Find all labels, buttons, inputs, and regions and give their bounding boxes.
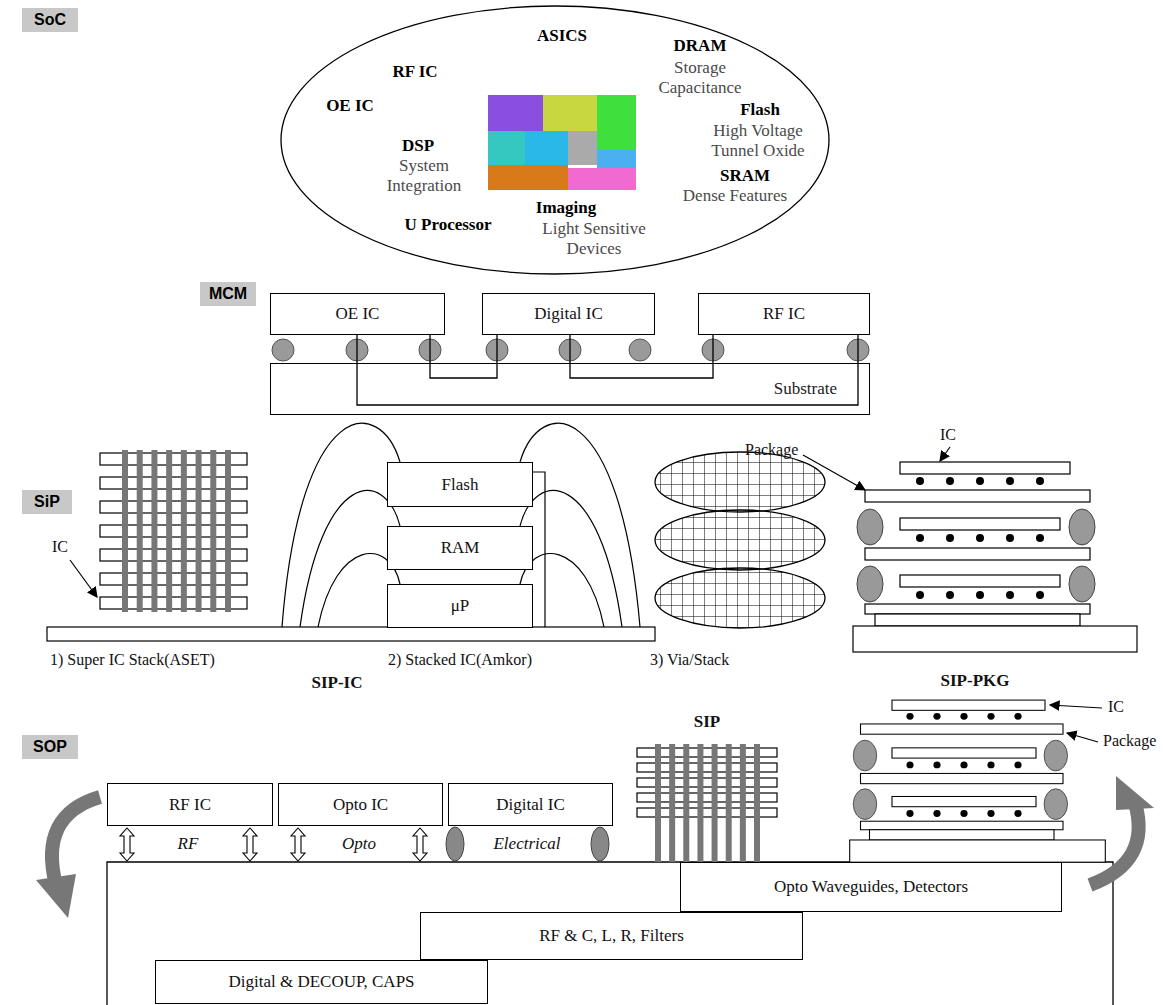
chip-image: [488, 95, 636, 190]
sop-board: [107, 862, 1113, 1005]
chip-box: RF IC: [698, 293, 870, 335]
part-label: IC: [940, 425, 956, 445]
node-label: Digital & DECOUP, CAPS: [228, 972, 414, 992]
block-name: DRAM: [674, 36, 727, 56]
part-label: Package: [745, 440, 798, 460]
node-label: OE IC: [336, 304, 380, 324]
block-name: OE IC: [326, 96, 374, 116]
block-feature: Light Sensitive Devices: [532, 219, 657, 259]
block-feature: Storage Capacitance: [650, 58, 750, 98]
node-label: SiP: [34, 493, 60, 511]
block-feature: High Voltage Tunnel Oxide: [702, 121, 814, 161]
block-name: SRAM: [720, 166, 770, 186]
node-label: RF IC: [763, 304, 805, 324]
chip-box: Digital & DECOUP, CAPS: [155, 960, 488, 1004]
block-name: Imaging: [536, 198, 596, 218]
interface-label: RF: [178, 834, 199, 854]
digital-bumps: [446, 827, 609, 861]
node-label: Digital IC: [496, 795, 564, 815]
node-label: SOP: [33, 738, 67, 756]
block-name: DSP: [402, 136, 434, 156]
part-label: 1) Super IC Stack(ASET): [50, 650, 215, 670]
group-caption: SIP-PKG: [941, 671, 1010, 691]
part-label: IC: [52, 537, 68, 557]
stack-drawing: [100, 450, 1137, 862]
group-caption: SIP-IC: [311, 673, 362, 693]
chip-box: RF IC: [107, 783, 273, 826]
section-tag: SOP: [22, 735, 78, 759]
part-label: 3) Via/Stack: [650, 650, 729, 670]
chip-box: Digital IC: [482, 293, 655, 335]
node-label: Flash: [442, 475, 479, 495]
node-label: SoC: [34, 11, 66, 29]
node-label: Digital IC: [534, 304, 602, 324]
node-label: RF & C, L, R, Filters: [539, 926, 684, 946]
block-name: Flash: [740, 100, 780, 120]
block-name: ASICS: [537, 26, 587, 46]
node-label: Substrate: [774, 379, 837, 399]
chip-box: RF & C, L, R, Filters: [420, 912, 803, 960]
soc-ellipse: ASICS DRAMStorage Capacitance RF IC OE IC Fl…: [280, 5, 830, 275]
chip-box: Flash: [387, 462, 533, 507]
part-label: IC: [1108, 697, 1124, 717]
node-label: MCM: [209, 285, 247, 303]
chip-box: Opto Waveguides, Detectors: [680, 862, 1062, 912]
node-label: Opto IC: [333, 795, 388, 815]
part-label: Package: [1103, 731, 1156, 751]
block-feature: Dense Features: [665, 186, 805, 206]
interface-label: Opto: [342, 834, 376, 854]
curved-arrows: [36, 776, 1154, 918]
node-label: μP: [451, 596, 470, 616]
interface-label: Electrical: [493, 834, 560, 854]
chip-box: Digital IC: [448, 783, 613, 826]
substrate-wire: [430, 335, 497, 378]
substrate-box: Substrate: [270, 363, 870, 415]
section-tag: SiP: [22, 490, 72, 514]
block-name: U Processor: [404, 215, 491, 235]
node-label: RAM: [441, 538, 480, 558]
block-name: RF IC: [392, 62, 437, 82]
substrate-wire: [570, 335, 713, 378]
base-board: [47, 627, 655, 641]
wire-bonds: [282, 423, 640, 627]
wafer-stack: [655, 452, 825, 628]
chip-box: RAM: [387, 526, 533, 570]
section-tag: SoC: [22, 8, 78, 32]
leader-arrows: [70, 447, 1102, 742]
block-feature: System Integration: [379, 156, 469, 196]
section-tag: MCM: [200, 282, 256, 306]
node-label: RF IC: [169, 795, 211, 815]
node-label: Opto Waveguides, Detectors: [774, 877, 968, 897]
part-label: 2) Stacked IC(Amkor): [388, 650, 532, 670]
group-caption: SIP: [694, 712, 720, 732]
chip-box: Opto IC: [278, 783, 443, 826]
chip-box: μP: [387, 584, 533, 628]
substrate-wire: [357, 335, 858, 405]
chip-box: OE IC: [270, 293, 445, 335]
